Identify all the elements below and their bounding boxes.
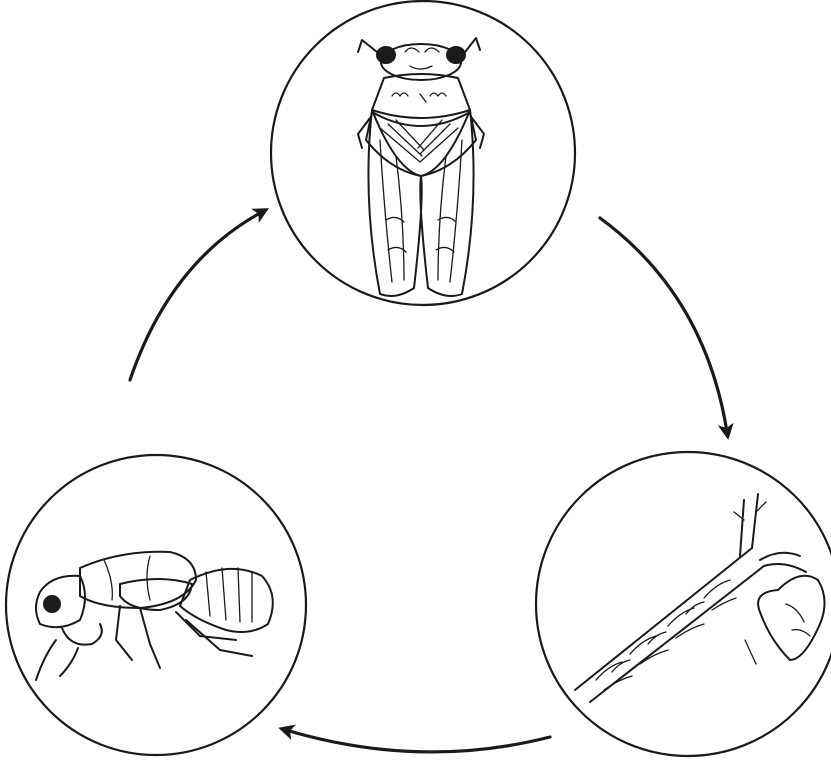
arrow-eggs-to-nymph [286,730,550,752]
arrow-nymph-to-adult [130,212,262,380]
arrow-adult-to-eggs [600,218,727,432]
adult-stage [271,1,575,305]
adult-stage-circle [271,1,575,305]
eggs-stage [536,452,831,756]
nymph-stage [6,455,306,755]
